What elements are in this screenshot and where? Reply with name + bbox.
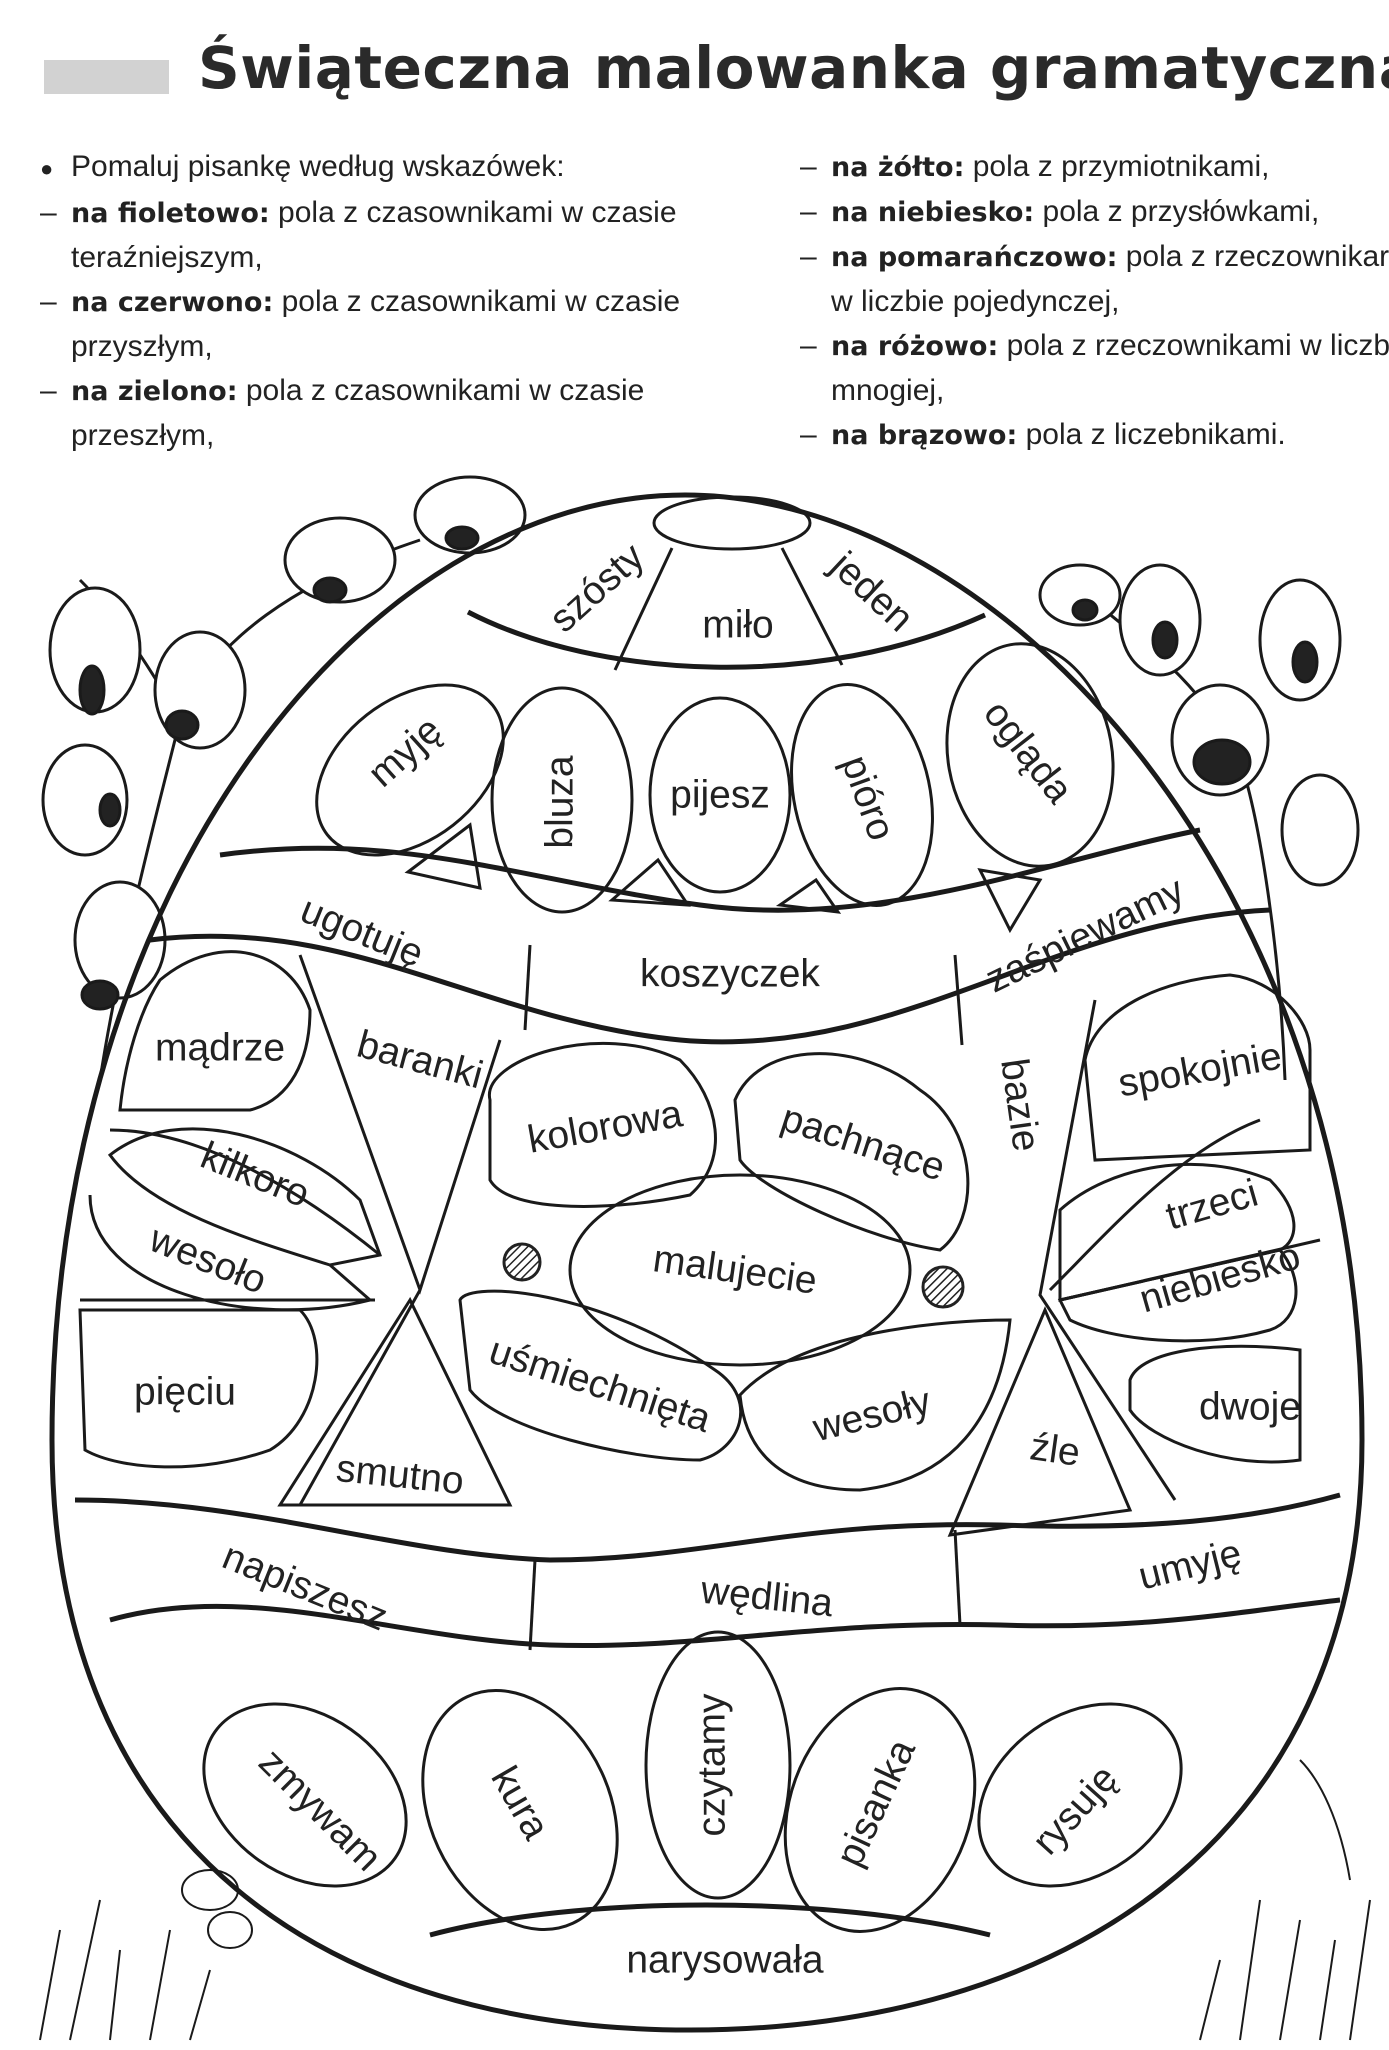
word-dwoje: dwoje [1199,1386,1301,1429]
instruction-green-cont: przeszłym, [71,419,215,452]
word-wesolo: wesoło [143,1217,273,1303]
easter-egg-coloring: szósty miło jeden myję bluza pijesz piór… [39,475,1371,2041]
instruction-orange: –na pomarańczowo: pola z rzeczownikar [800,240,1389,273]
bottom-band-line [429,1902,991,1938]
instructions-right: –na żółto: pola z przymiotnikami, –na ni… [800,145,1389,458]
word-trzeci: trzeci [1161,1171,1262,1238]
bullet-icon: ● [40,156,54,181]
kw-brown: na brązowo: [831,420,1018,451]
band-2-bottom [109,1597,1341,1649]
word-kura: kura [482,1759,557,1846]
word-zaspiewamy: zaśpiewamy [979,868,1191,1001]
word-kilkoro: kilkoro [195,1134,316,1216]
text-brown: pola z liczebnikami. [1017,418,1286,451]
instruction-pink-cont: mnogiej, [831,374,945,407]
word-oglada: ogląda [975,693,1081,812]
word-umyje: umyję [1134,1532,1245,1599]
instruction-intro: ● Pomaluj pisankę według wskazówek: [40,145,780,191]
word-napiszesz: napiszesz [217,1535,394,1640]
top-small-ellipse [652,495,812,551]
word-madrze: mądrze [155,1027,285,1070]
word-kolorowa: kolorowa [524,1092,685,1162]
word-milo: miło [702,604,774,647]
text-red: pola z czasownikami w czasie [273,285,681,318]
word-ugotuje: ugotuję [295,888,430,976]
catkin-branch-left-icon [41,475,527,1081]
instruction-green: –na zielono: pola z czasownikami w czasi… [40,374,645,407]
instruction-blue: –na niebiesko: pola z przysłówkami, [800,195,1320,228]
kw-blue: na niebiesko: [831,197,1035,228]
word-bazie: bazie [992,1056,1048,1154]
kw-pink: na różowo: [831,331,999,362]
instruction-brown: –na brązowo: pola z liczebnikami. [800,418,1286,451]
text-green: pola z czasownikami w czasie [237,374,645,407]
word-pachnace: pachnące [776,1096,950,1189]
instruction-red: –na czerwono: pola z czasownikami w czas… [40,285,681,318]
intro-text: Pomaluj pisankę według wskazówek: [71,150,565,183]
word-baranki: baranki [353,1023,488,1098]
kw-yellow: na żółto: [831,152,965,183]
text-yellow: pola z przymiotnikami, [964,150,1270,183]
word-zmywam: zmywam [250,1740,389,1879]
word-narysowala: narysowała [626,1939,824,1982]
band-1-bottom [149,907,1271,1045]
instruction-yellow: –na żółto: pola z przymiotnikami, [800,150,1270,183]
instruction-pink: –na różowo: pola z rzeczownikami w liczb [800,329,1389,362]
word-jeden: jeden [822,543,922,640]
kw-purple: na fioletowo: [71,198,270,229]
header-decoration [44,60,169,94]
text-orange: pola z rzeczownikar [1117,240,1389,273]
hatched-dot-right [921,1265,965,1309]
page-title: Świąteczna malowanka gramatyczna [198,34,1389,102]
word-niebiesko: niebiesko [1135,1235,1305,1322]
word-pioro: pióro [833,750,903,846]
kw-green: na zielono: [71,376,238,407]
word-spokojnie: spokojnie [1115,1035,1285,1106]
kw-red: na czerwono: [71,287,274,318]
band-2-top [74,1492,1341,1563]
word-pieciu: pięciu [134,1371,236,1414]
instruction-purple-cont: teraźniejszym, [71,241,263,274]
word-wesoly: wesoły [808,1380,936,1451]
instruction-orange-cont: w liczbie pojedynczej, [831,285,1120,318]
word-smutno: smutno [334,1447,466,1503]
kw-orange: na pomarańczowo: [831,242,1118,273]
band-1-top [219,827,1201,913]
word-pijesz: pijesz [670,774,770,817]
word-usmiechnieta: uśmiechnięta [484,1329,716,1441]
word-czytamy: czytamy [691,1693,734,1837]
word-koszyczek: koszyczek [640,953,820,996]
hatched-dot-left [502,1242,542,1282]
word-zle: źle [1027,1425,1082,1475]
text-blue: pola z przysłówkami, [1034,195,1320,228]
top-band-line [466,609,987,670]
text-pink: pola z rzeczownikami w liczb [998,329,1389,362]
word-pisanka: pisanka [828,1733,924,1873]
instructions-left: ● Pomaluj pisankę według wskazówek: –na f… [40,145,780,458]
catkin-branch-right-icon [1038,563,1360,1081]
instruction-red-cont: przyszłym, [71,330,213,363]
word-bluza: bluza [539,755,582,849]
word-malujecie: malujecie [650,1237,819,1303]
text-purple: pola z czasownikami w czasie [269,196,677,229]
instruction-purple: –na fioletowo: pola z czasownikami w cza… [40,196,677,229]
word-rysuje: rysuję [1024,1757,1126,1863]
word-myje: myję [360,708,450,795]
word-wedlina: wędlina [698,1569,835,1626]
